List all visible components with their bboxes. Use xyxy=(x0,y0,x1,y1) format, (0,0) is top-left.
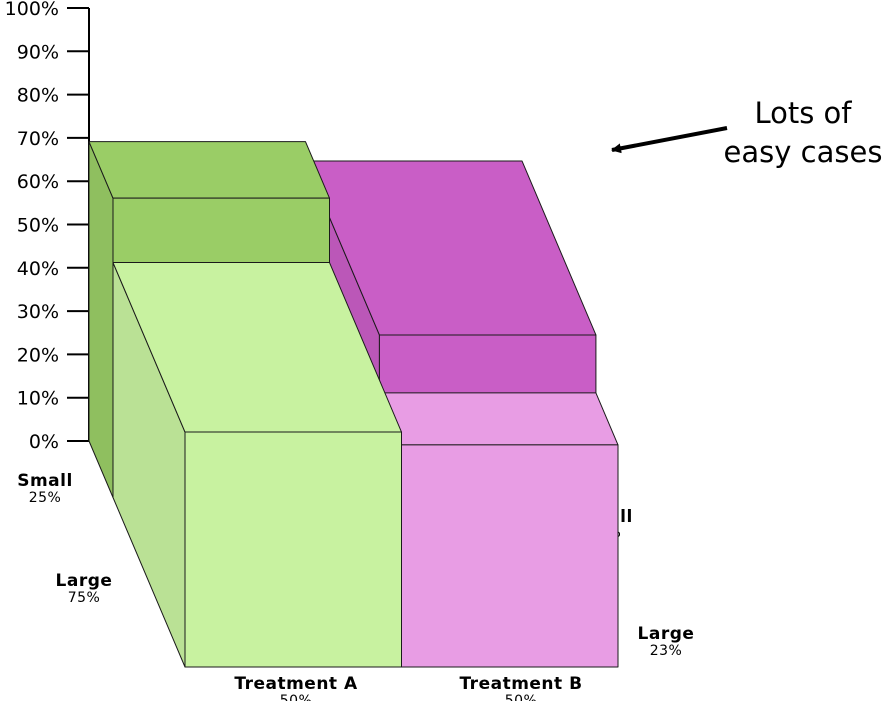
y-tick-label: 10% xyxy=(17,388,59,410)
treatment-a-large-label-name: Large xyxy=(56,571,113,591)
treatment-a-small-bar-side xyxy=(88,141,114,498)
treatment-a-small-label-share: 25% xyxy=(29,490,62,506)
treatment-b-label-name: Treatment B xyxy=(459,674,582,694)
y-tick-label: 80% xyxy=(17,85,59,107)
treatment-a-large-bar-front xyxy=(184,431,402,668)
treatment-b-label-share: 50% xyxy=(505,693,538,701)
annotation-line-2: easy cases xyxy=(724,135,883,169)
treatment-a-label-name: Treatment A xyxy=(234,674,358,694)
y-tick-label: 20% xyxy=(17,344,59,366)
treatment-a-large-label-share: 75% xyxy=(68,590,101,606)
treatment-b-large-bar-top xyxy=(378,392,619,446)
treatment-a-small-bar-top xyxy=(88,141,330,199)
y-tick-label: 40% xyxy=(17,258,59,280)
treatment-b-label: Treatment B50% xyxy=(459,674,582,701)
y-tick-label: 70% xyxy=(17,128,59,150)
y-axis: 0% 10% 20% 30% 40% 50% 60% 70% 80% 90% 100% xyxy=(5,0,90,453)
annotation-arrow xyxy=(611,126,728,154)
treatment-b-large-label-share: 23% xyxy=(650,643,683,659)
y-tick-label: 30% xyxy=(17,301,59,323)
annotation: Lots of easy cases xyxy=(611,96,883,169)
y-tick-label: 60% xyxy=(17,171,59,193)
treatment-a-label: Treatment A50% xyxy=(234,674,358,701)
y-tick-label: 0% xyxy=(29,431,59,453)
y-tick-label: 100% xyxy=(5,0,59,20)
treatment-a-label-share: 50% xyxy=(280,693,313,701)
annotation-line-1: Lots of xyxy=(754,96,852,130)
category-labels: Treatment A50%Treatment B50%Small25%Larg… xyxy=(17,471,694,701)
y-tick-label: 50% xyxy=(17,215,59,237)
treatment-b-large-label-name: Large xyxy=(638,624,695,644)
y-tick-label: 90% xyxy=(17,41,59,63)
bars xyxy=(88,141,619,668)
treatment-b-large-bar-front xyxy=(401,444,619,668)
treatment-a-small-label-name: Small xyxy=(17,471,73,491)
